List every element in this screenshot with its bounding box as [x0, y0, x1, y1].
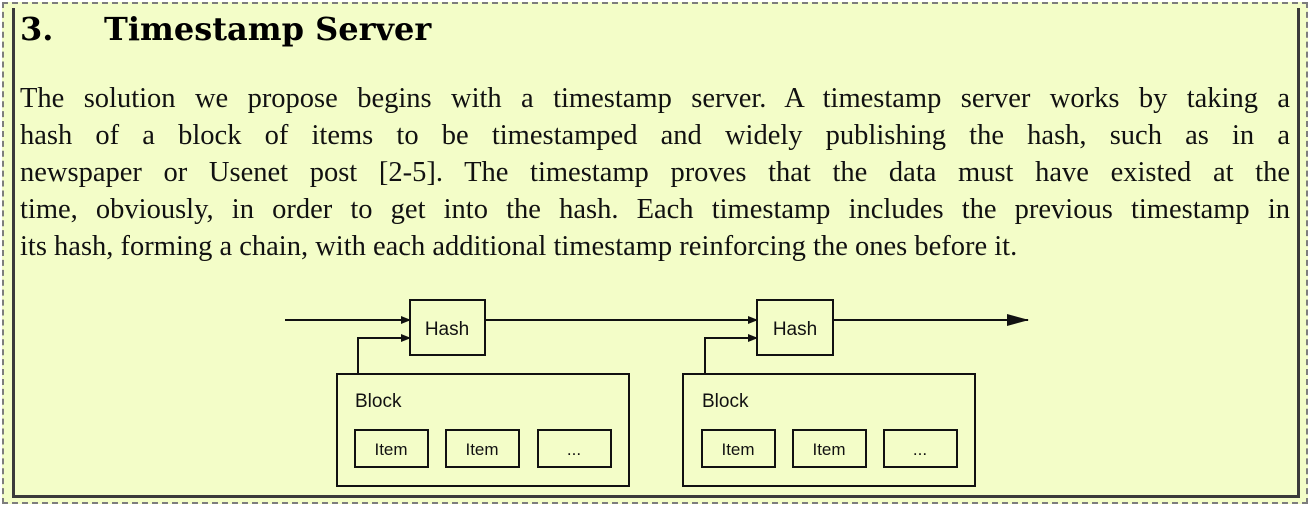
block-label: Block	[702, 391, 749, 412]
paragraph-line: hash of a block of items to be timestamp…	[20, 120, 1290, 151]
hash-label: Hash	[773, 319, 817, 340]
paragraph-line: newspaper or Usenet post [2-5]. The time…	[20, 157, 1290, 188]
block-to-hash-arrow	[357, 334, 411, 374]
item-label: Item	[812, 440, 845, 459]
timestamp-chain-diagram: Hash Block Item Item ... Hash Block Item…	[285, 299, 1029, 487]
chain-arrows	[285, 314, 1029, 374]
body-paragraph: The solution we propose begins with a ti…	[20, 80, 1290, 265]
item-box	[537, 429, 612, 468]
hash-box	[409, 299, 486, 356]
block-label: Block	[355, 391, 402, 412]
item-box	[701, 429, 776, 468]
item-label: Item	[721, 440, 754, 459]
hash-label: Hash	[425, 319, 469, 340]
item-label: Item	[374, 440, 407, 459]
page-frame	[2, 2, 1308, 504]
timestamp-unit: Hash Block Item Item ...	[682, 299, 976, 487]
paragraph-line: The solution we propose begins with a ti…	[20, 83, 1290, 114]
paragraph-line: its hash, forming a chain, with each add…	[20, 231, 1018, 262]
paragraph-line: time, obviously, in order to get into th…	[20, 194, 1290, 225]
item-box	[883, 429, 958, 468]
item-label: Item	[465, 440, 498, 459]
content-box	[12, 8, 1300, 498]
timestamp-unit: Hash Block Item Item ...	[336, 299, 630, 487]
item-box	[792, 429, 867, 468]
item-box	[354, 429, 429, 468]
hash-box	[756, 299, 834, 356]
item-ellipsis: ...	[913, 440, 927, 459]
section-title: Timestamp Server	[104, 10, 432, 48]
section-number: 3.	[20, 10, 54, 48]
section-heading: 3. Timestamp Server	[20, 10, 431, 48]
item-box	[445, 429, 520, 468]
item-ellipsis: ...	[567, 440, 581, 459]
block-to-hash-arrow	[704, 334, 758, 374]
